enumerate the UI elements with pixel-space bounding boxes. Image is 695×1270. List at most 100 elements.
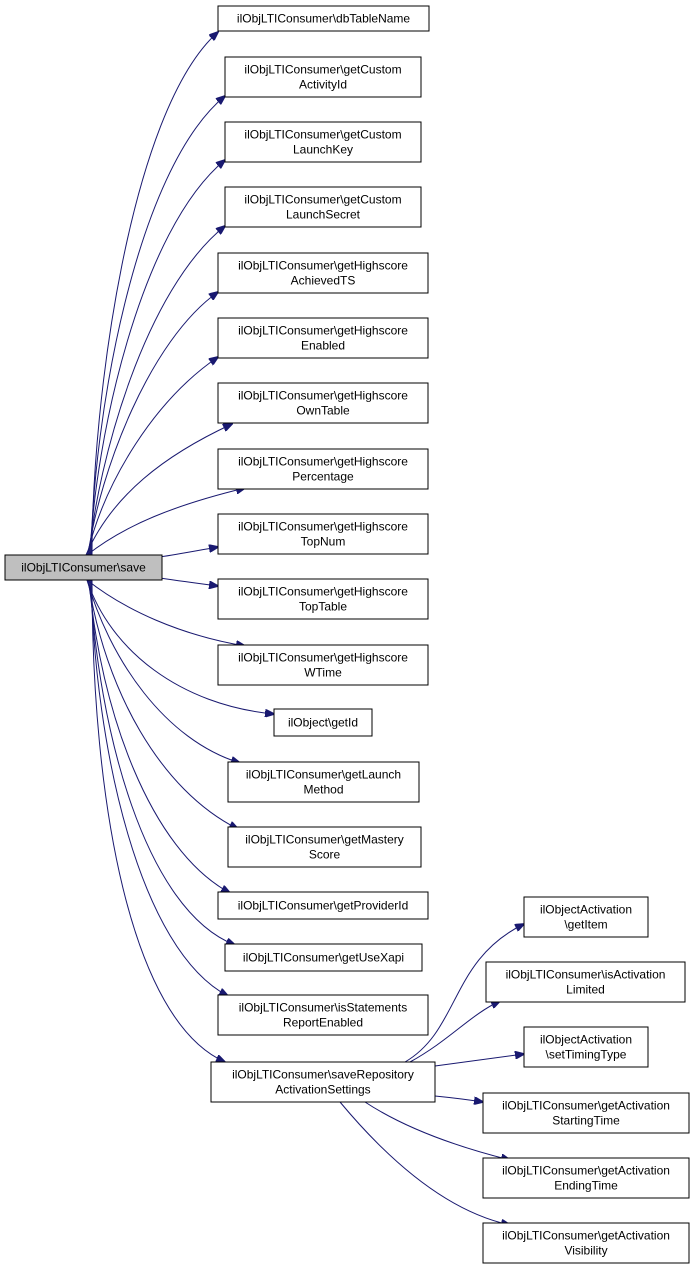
node-box <box>217 448 429 490</box>
node-getUseXapi[interactable]: ilObjLTIConsumer\getUseXapi <box>224 943 423 972</box>
node-label-line: ilObjLTIConsumer\getUseXapi <box>243 951 404 965</box>
edge-saveRepositoryActivationSettings-to-isActivationLimited <box>409 1001 500 1063</box>
edge-save-to-getProviderId <box>88 579 230 893</box>
node-box <box>227 826 422 868</box>
node-label-line: TopTable <box>299 600 347 614</box>
node-label-line: AchievedTS <box>291 274 356 288</box>
node-label-line: ilObjLTIConsumer\getCustom <box>244 128 401 142</box>
node-label-line: Method <box>303 783 343 797</box>
node-label-line: ilObjLTIConsumer\getCustom <box>244 63 401 77</box>
node-label-line: ActivationSettings <box>275 1083 370 1097</box>
node-label-line: LaunchKey <box>293 143 353 157</box>
node-dbTableName[interactable]: ilObjLTIConsumer\dbTableName <box>217 5 430 32</box>
node-box <box>224 121 422 163</box>
edge-saveRepositoryActivationSettings-to-getActivationVisibility <box>339 1101 510 1225</box>
node-getId[interactable]: ilObject\getId <box>273 708 373 737</box>
node-label-line: ilObjLTIConsumer\getLaunch <box>246 768 401 782</box>
node-label-line: ilObjLTIConsumer\isStatements <box>239 1001 408 1015</box>
node-getActivationStartingTime[interactable]: ilObjLTIConsumer\getActivationStartingTi… <box>482 1092 690 1134</box>
node-box <box>217 891 429 920</box>
node-box <box>273 708 373 737</box>
nodes-layer: ilObjLTIConsumer\save ilObjLTIConsumer\db… <box>4 5 690 1264</box>
edge-saveRepositoryActivationSettings-to-getActivationEndingTime <box>364 1101 510 1160</box>
edge-saveRepositoryActivationSettings-to-setTimingType <box>434 1054 524 1067</box>
node-label-line: ActivityId <box>299 78 347 92</box>
edge-save-to-getHighscorePercentage <box>86 488 245 556</box>
node-box <box>210 1061 436 1103</box>
node-label-line: ReportEnabled <box>283 1016 363 1030</box>
edge-saveRepositoryActivationSettings-to-getActivationStartingTime <box>434 1095 483 1102</box>
node-label-line: ilObjLTIConsumer\saveRepository <box>232 1068 414 1082</box>
node-label-line: ilObjLTIConsumer\getHighscore <box>238 259 408 273</box>
node-box <box>217 513 429 555</box>
edge-save-to-getMasteryScore <box>87 579 238 829</box>
node-box <box>217 994 429 1036</box>
node-label-line: Score <box>309 848 341 862</box>
edge-save-to-saveRepositoryActivationSettings <box>91 579 225 1062</box>
node-box <box>224 186 422 228</box>
node-label-line: ilObjectActivation <box>540 903 632 917</box>
node-label-line: ilObjLTIConsumer\getActivation <box>502 1164 670 1178</box>
node-label-line: TopNum <box>301 535 346 549</box>
node-label-line: ilObjLTIConsumer\dbTableName <box>237 12 411 26</box>
node-box <box>523 1026 649 1068</box>
edge-save-to-getCustomLaunchKey <box>89 160 225 556</box>
node-label-line: Percentage <box>292 470 354 484</box>
edge-save-to-getHighscoreTopTable <box>159 577 218 586</box>
node-label-line: ilObjectActivation <box>540 1033 632 1047</box>
node-label-line: ilObjLTIConsumer\getHighscore <box>238 520 408 534</box>
node-label-line: WTime <box>304 666 342 680</box>
node-box <box>482 1222 690 1264</box>
edge-save-to-getLaunchMethod <box>86 579 240 763</box>
node-label-line: OwnTable <box>296 404 350 418</box>
edge-save-to-getId <box>86 579 274 714</box>
node-isStatementsReportEnabled[interactable]: ilObjLTIConsumer\isStatementsReportEnabl… <box>217 994 429 1036</box>
node-box <box>482 1157 690 1199</box>
edge-saveRepositoryActivationSettings-to-getItem <box>404 924 524 1063</box>
edge-save-to-dbTableName <box>91 32 218 556</box>
edge-save-to-getCustomActivityId <box>90 96 225 556</box>
edge-save-to-isStatementsReportEnabled <box>90 579 228 996</box>
node-box <box>4 554 163 581</box>
node-box <box>217 5 430 32</box>
node-label-line: Visibility <box>564 1244 607 1258</box>
node-label-line: Limited <box>566 983 605 997</box>
node-label-line: ilObjLTIConsumer\getHighscore <box>238 389 408 403</box>
node-label-line: ilObjLTIConsumer\getCustom <box>244 193 401 207</box>
node-box <box>224 943 423 972</box>
node-label-line: ilObjLTIConsumer\getHighscore <box>238 585 408 599</box>
node-box <box>482 1092 690 1134</box>
node-box <box>523 896 649 938</box>
edges-layer <box>85 32 524 1225</box>
node-saveRepositoryActivationSettings[interactable]: ilObjLTIConsumer\saveRepositoryActivatio… <box>210 1061 436 1103</box>
edge-save-to-getUseXapi <box>89 579 235 945</box>
node-label-line: ilObjLTIConsumer\getActivation <box>502 1099 670 1113</box>
node-setTimingType[interactable]: ilObjectActivation\setTimingType <box>523 1026 649 1068</box>
edge-save-to-getHighscoreAchievedTS <box>87 292 218 556</box>
node-label-line: \setTimingType <box>546 1048 627 1062</box>
node-save[interactable]: ilObjLTIConsumer\save <box>4 554 163 581</box>
edge-save-to-getHighscoreWTime <box>86 579 245 646</box>
node-box <box>217 578 429 620</box>
node-label-line: EndingTime <box>554 1179 618 1193</box>
node-getItem[interactable]: ilObjectActivation\getItem <box>523 896 649 938</box>
node-label-line: ilObject\getId <box>288 716 358 730</box>
node-box <box>224 56 422 98</box>
node-getProviderId[interactable]: ilObjLTIConsumer\getProviderId <box>217 891 429 920</box>
